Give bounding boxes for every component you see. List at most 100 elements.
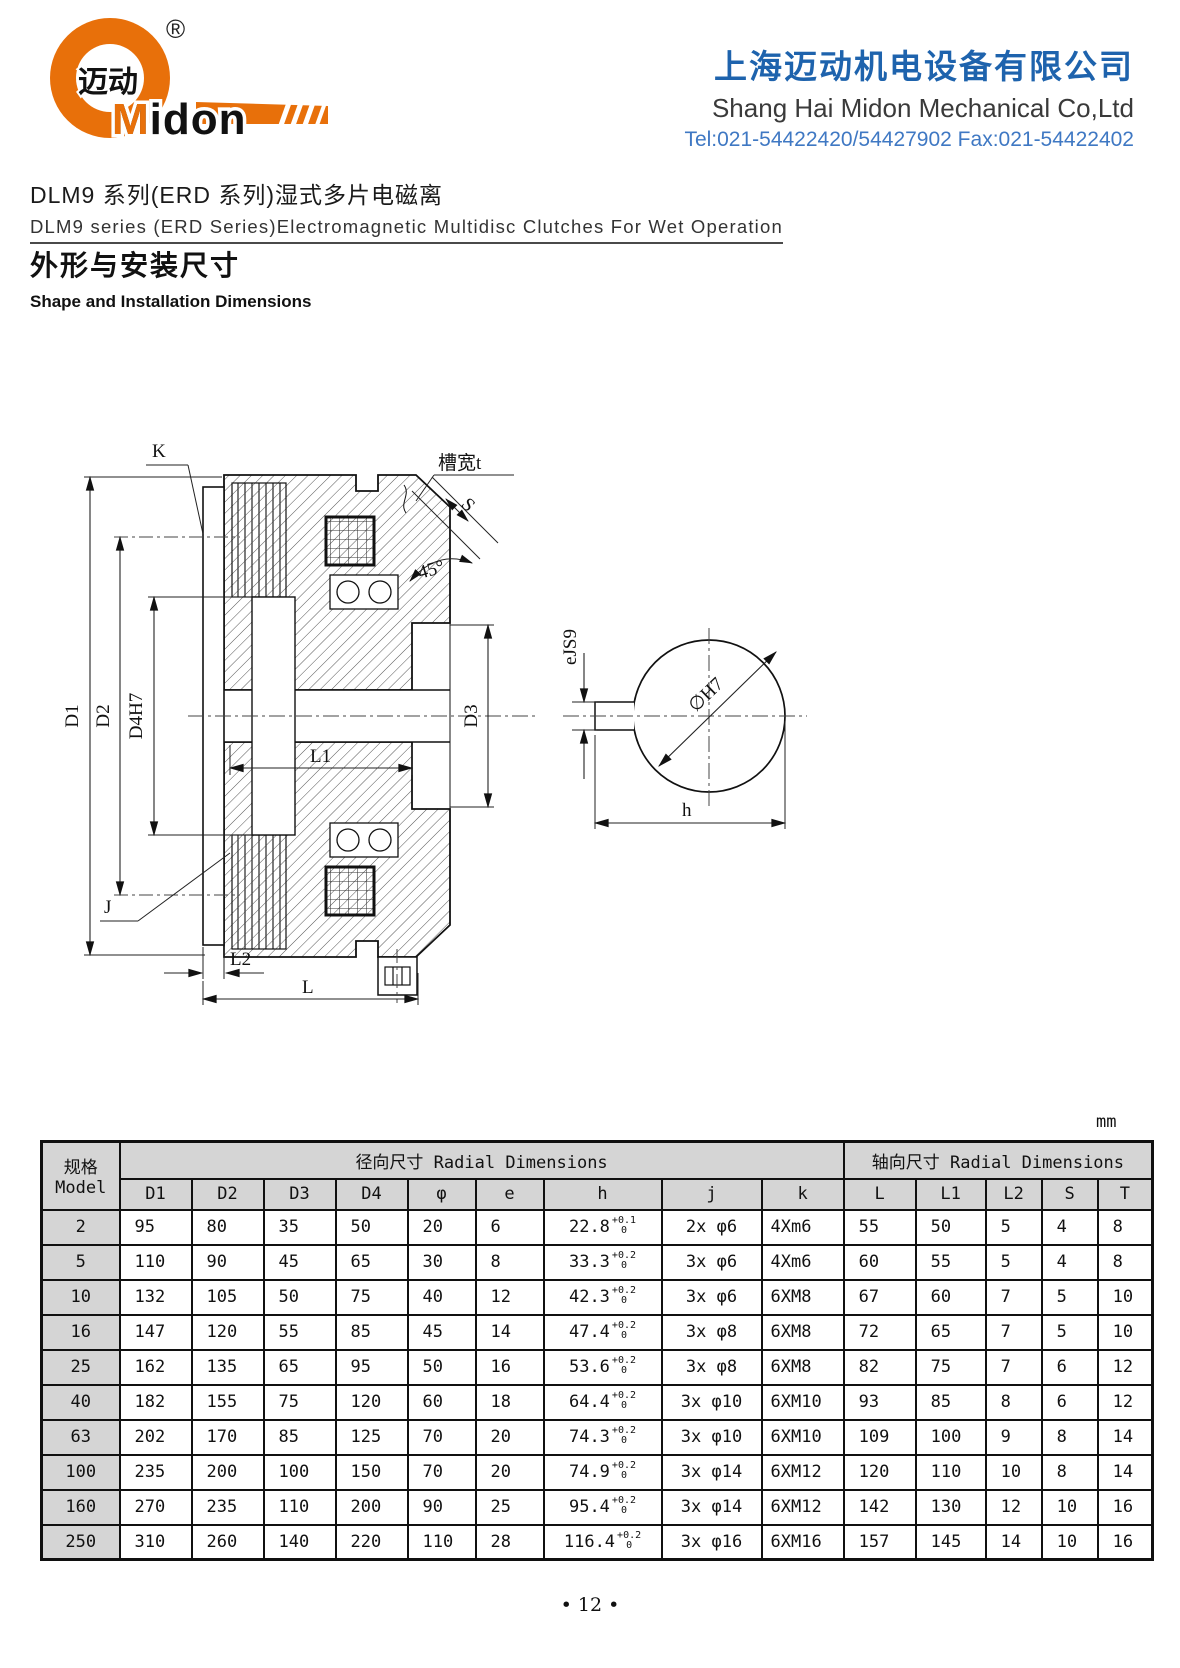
table-cell: 12	[474, 1278, 545, 1316]
table-cell: 170	[190, 1418, 265, 1456]
dim-label-d3: D3	[461, 704, 482, 727]
table-cell: 8	[474, 1243, 545, 1281]
table-cell: 20	[406, 1208, 477, 1246]
unit-label: mm	[1096, 1112, 1117, 1132]
table-cell: 120	[334, 1383, 409, 1421]
table-cell: 6XM8	[760, 1278, 845, 1316]
table-cell: 130	[914, 1488, 987, 1526]
dim-label-k: K	[152, 441, 166, 462]
column-header: L2	[984, 1177, 1043, 1211]
dimension-table: 规格 Model 径向尺寸 Radial Dimensions 轴向尺寸 Rad…	[40, 1140, 1155, 1561]
table-cell: 6XM8	[760, 1313, 845, 1351]
column-header: φ	[406, 1177, 477, 1211]
table-cell: 10	[1040, 1488, 1099, 1526]
table-cell: 140	[262, 1523, 337, 1561]
table-cell: 6XM10	[760, 1383, 845, 1421]
logo-cn-text: 迈动	[78, 66, 138, 99]
table-cell: 3x φ8	[660, 1348, 763, 1386]
technical-drawing: D1 D2 D4H7 D3 L1 K 槽宽t S 45° J L2 L eJS9	[60, 395, 820, 1010]
dim-label-slot-width: 槽宽t	[438, 452, 482, 474]
column-header: L1	[914, 1177, 987, 1211]
table-cell: 7	[984, 1348, 1043, 1386]
table-cell: 14	[474, 1313, 545, 1351]
table-cell: 65	[914, 1313, 987, 1351]
table-cell: 16	[474, 1348, 545, 1386]
table-cell: 100	[262, 1453, 337, 1491]
table-cell: 202	[118, 1418, 193, 1456]
dim-label-ejs9: eJS9	[560, 629, 581, 665]
table-cell: 70	[406, 1418, 477, 1456]
model-cell: 250	[40, 1523, 121, 1561]
table-cell: 6XM16	[760, 1523, 845, 1561]
table-cell: 150	[334, 1453, 409, 1491]
table-cell: 25	[474, 1488, 545, 1526]
clutch-cross-section: D1 D2 D4H7 D3 L1 K 槽宽t S 45° J L2 L eJS9	[62, 441, 807, 1005]
model-cell: 5	[40, 1243, 121, 1281]
table-head: 规格 Model 径向尺寸 Radial Dimensions 轴向尺寸 Rad…	[40, 1140, 1154, 1211]
column-header: T	[1096, 1177, 1154, 1211]
table-cell: 120	[190, 1313, 265, 1351]
table-cell: 14	[1096, 1418, 1154, 1456]
table-cell: 5	[984, 1243, 1043, 1281]
model-cell: 40	[40, 1383, 121, 1421]
table-cell: 7	[984, 1313, 1043, 1351]
column-header: j	[660, 1177, 763, 1211]
table-cell: 67	[842, 1278, 917, 1316]
table-cell: 3x φ8	[660, 1313, 763, 1351]
table-cell: 10	[984, 1453, 1043, 1491]
dim-label-d4h7: D4H7	[126, 693, 147, 739]
table-cell: 235	[190, 1488, 265, 1526]
table-cell: 60	[914, 1278, 987, 1316]
table-cell: 75	[334, 1278, 409, 1316]
table-cell: 18	[474, 1383, 545, 1421]
table-cell: 147	[118, 1313, 193, 1351]
table-cell: 12	[1096, 1348, 1154, 1386]
table-cell: 55	[842, 1208, 917, 1246]
table-cell: 4Xm6	[760, 1243, 845, 1281]
table-cell: 4Xm6	[760, 1208, 845, 1246]
table-cell: 109	[842, 1418, 917, 1456]
table-cell: 270	[118, 1488, 193, 1526]
dim-label-j: J	[104, 897, 111, 918]
table-cell: 8	[1040, 1453, 1099, 1491]
column-header: S	[1040, 1177, 1099, 1211]
table-cell: 20	[474, 1418, 545, 1456]
axial-group-header: 轴向尺寸 Radial Dimensions	[842, 1140, 1154, 1180]
table-cell: 310	[118, 1523, 193, 1561]
registered-icon: ®	[166, 14, 185, 44]
table-cell: 6XM12	[760, 1453, 845, 1491]
table-cell: 260	[190, 1523, 265, 1561]
table-cell: 50	[914, 1208, 987, 1246]
spec-header-cn: 规格	[63, 1158, 98, 1179]
logo-ring-inner	[76, 44, 144, 112]
section-title-en: Shape and Installation Dimensions	[30, 292, 312, 311]
table-cell: 93	[842, 1383, 917, 1421]
spec-header-cell: 规格 Model	[40, 1140, 121, 1211]
table-cell: 8	[1096, 1243, 1154, 1281]
table-cell: 8	[1096, 1208, 1154, 1246]
table-cell: 3x φ6	[660, 1243, 763, 1281]
table-cell: 16	[1096, 1523, 1154, 1561]
table-cell: 60	[406, 1383, 477, 1421]
table-cell: 235	[118, 1453, 193, 1491]
table-cell: 65	[262, 1348, 337, 1386]
table-cell: 220	[334, 1523, 409, 1561]
dim-label-d1: D1	[62, 704, 83, 727]
table-cell: 28	[474, 1523, 545, 1561]
table-cell: 145	[914, 1523, 987, 1561]
table-cell: 3x φ6	[660, 1278, 763, 1316]
table-cell: 50	[406, 1348, 477, 1386]
company-info: 上海迈动机电设备有限公司 Shang Hai Midon Mechanical …	[684, 40, 1134, 152]
model-cell: 16	[40, 1313, 121, 1351]
